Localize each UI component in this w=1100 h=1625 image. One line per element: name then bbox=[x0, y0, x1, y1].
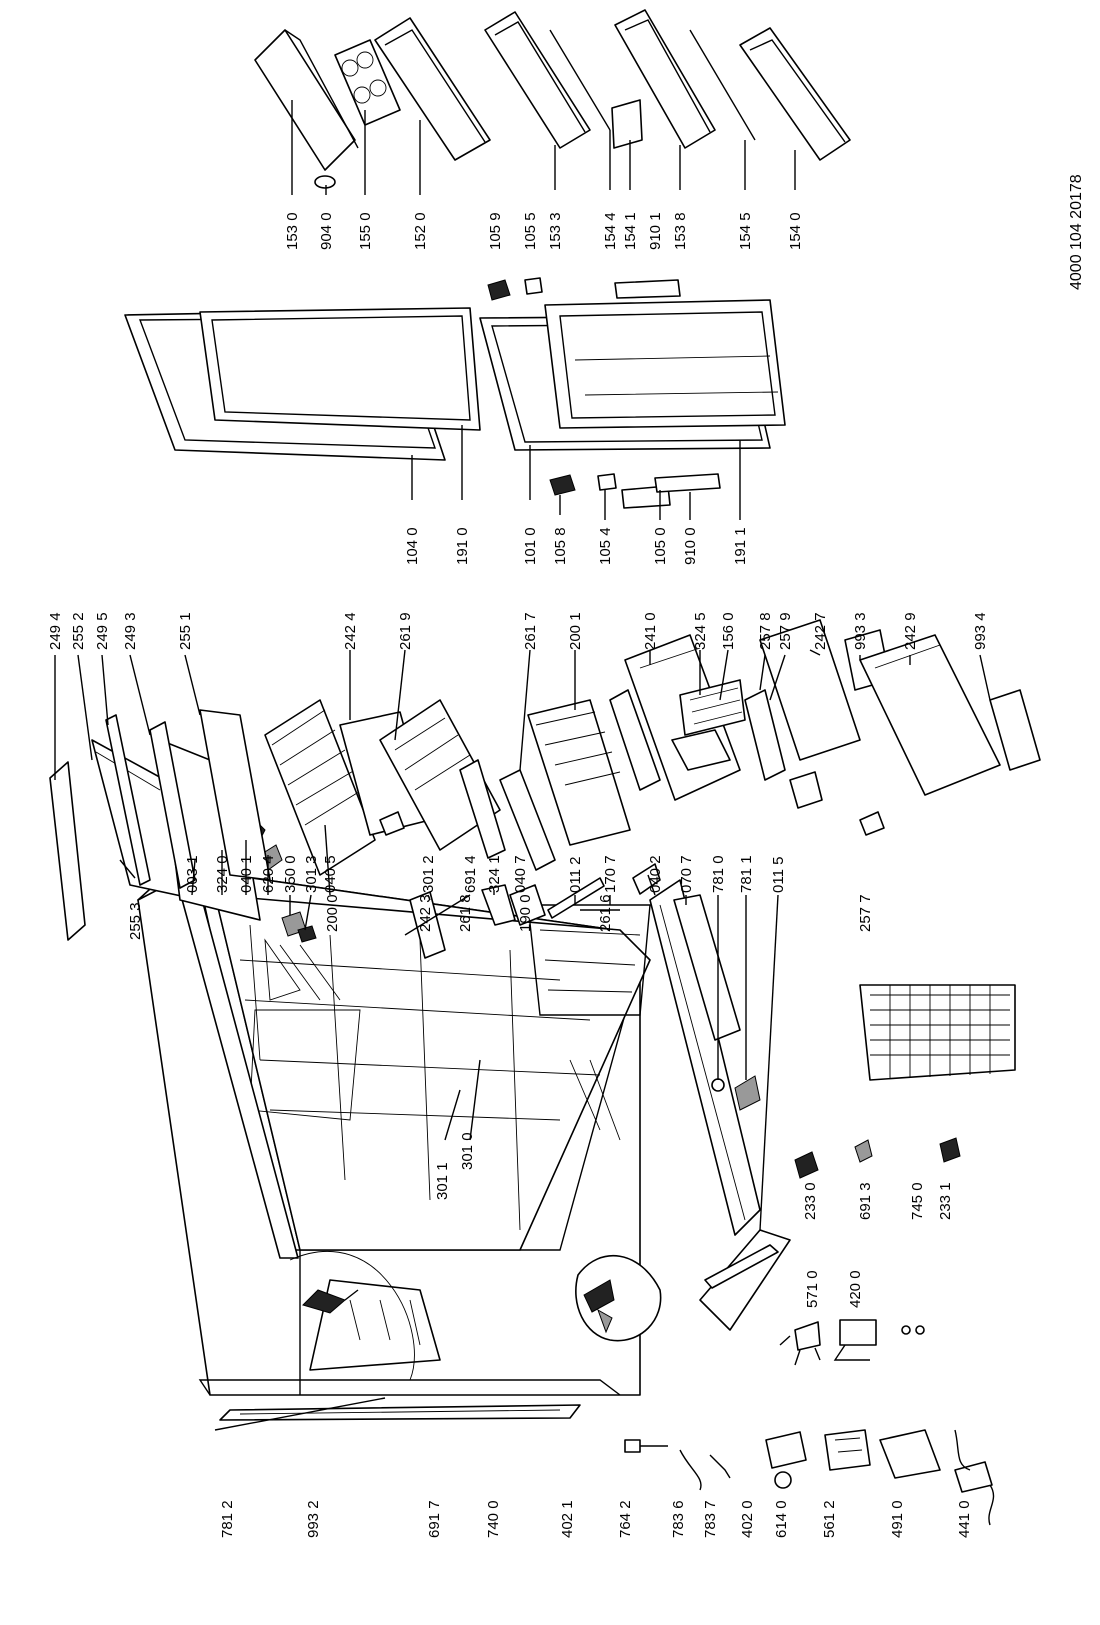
glass-shelves bbox=[49, 709, 271, 941]
label-301-0: 301 0 bbox=[459, 1132, 476, 1170]
label-242-7: 242 7 bbox=[812, 612, 829, 650]
label-691-3: 691 3 bbox=[857, 1182, 874, 1220]
label-571-0: 571 0 bbox=[804, 1270, 821, 1308]
label-350-0: 350 0 bbox=[282, 855, 299, 893]
label-011-2: 011 2 bbox=[567, 856, 584, 893]
door-bins bbox=[254, 9, 851, 189]
label-154-4: 154 4 bbox=[602, 212, 619, 250]
leader-lines bbox=[54, 100, 991, 1231]
label-105-9: 105 9 bbox=[487, 212, 504, 250]
label-200-1: 200 1 bbox=[567, 612, 584, 650]
label-402-0: 402 0 bbox=[739, 1500, 756, 1538]
label-040-7: 040 7 bbox=[512, 855, 529, 893]
label-156-0: 156 0 bbox=[720, 612, 737, 650]
label-011-5: 011 5 bbox=[770, 856, 787, 893]
label-040-2: 040 2 bbox=[647, 855, 664, 893]
label-154-5: 154 5 bbox=[737, 212, 754, 250]
label-257-9: 257 9 bbox=[777, 612, 794, 650]
label-257-8: 257 8 bbox=[757, 612, 774, 650]
label-783-7: 783 7 bbox=[702, 1500, 719, 1538]
label-242-3: 242 3 bbox=[417, 894, 434, 932]
label-242-4: 242 4 bbox=[342, 612, 359, 650]
label-261-7: 261 7 bbox=[522, 612, 539, 650]
label-910-1: 910 1 bbox=[647, 212, 664, 250]
label-233-1: 233 1 bbox=[937, 1182, 954, 1220]
label-781-0: 781 0 bbox=[710, 855, 727, 893]
document-number: 4000 104 20178 bbox=[1068, 174, 1085, 290]
label-691-7: 691 7 bbox=[426, 1500, 443, 1538]
label-249-3: 249 3 bbox=[122, 612, 139, 650]
label-781-1: 781 1 bbox=[738, 855, 755, 893]
label-105-4: 105 4 bbox=[597, 527, 614, 565]
label-324-5: 324 5 bbox=[692, 612, 709, 650]
cabinet-small-parts bbox=[211, 813, 1016, 1289]
label-200-0: 200 0 bbox=[324, 894, 341, 932]
label-910-0: 910 0 bbox=[682, 527, 699, 565]
label-691-4: 691 4 bbox=[462, 855, 479, 893]
label-301-2: 301 2 bbox=[420, 855, 437, 893]
label-402-1: 402 1 bbox=[559, 1500, 576, 1538]
cabinet-body bbox=[137, 847, 791, 1431]
label-040-1: 040 1 bbox=[238, 855, 255, 893]
label-324-0: 324 0 bbox=[214, 855, 231, 893]
label-249-5: 249 5 bbox=[94, 612, 111, 650]
label-614-0: 614 0 bbox=[773, 1500, 790, 1538]
label-105-5: 105 5 bbox=[522, 212, 539, 250]
electrical-parts bbox=[624, 1319, 995, 1526]
label-781-2: 781 2 bbox=[219, 1500, 236, 1538]
label-301-1: 301 1 bbox=[434, 1162, 451, 1200]
label-257-7: 257 7 bbox=[857, 894, 874, 932]
label-261-8: 261 8 bbox=[457, 894, 474, 932]
label-993-4: 993 4 bbox=[972, 612, 989, 650]
label-301-3: 301 3 bbox=[303, 855, 320, 893]
label-491-0: 491 0 bbox=[889, 1500, 906, 1538]
label-993-2: 993 2 bbox=[305, 1500, 322, 1538]
label-255-3: 255 3 bbox=[127, 902, 144, 940]
label-104-0: 104 0 bbox=[404, 527, 421, 565]
label-324-1: 324 1 bbox=[486, 855, 503, 893]
label-191-0: 191 0 bbox=[454, 527, 471, 565]
label-255-1: 255 1 bbox=[177, 612, 194, 650]
label-153-0: 153 0 bbox=[284, 212, 301, 250]
drawers-and-bins bbox=[264, 619, 1041, 876]
label-003-1: 003 1 bbox=[184, 855, 201, 893]
label-441-0: 441 0 bbox=[956, 1500, 973, 1538]
label-191-1: 191 1 bbox=[732, 527, 749, 565]
label-233-0: 233 0 bbox=[802, 1182, 819, 1220]
doors bbox=[124, 277, 786, 509]
label-070-7: 070 7 bbox=[678, 855, 695, 893]
label-904-0: 904 0 bbox=[318, 212, 335, 250]
label-242-9: 242 9 bbox=[902, 612, 919, 650]
label-101-0: 101 0 bbox=[522, 527, 539, 565]
label-241-0: 241 0 bbox=[642, 612, 659, 650]
label-153-3: 153 3 bbox=[547, 212, 564, 250]
label-170-7: 170 7 bbox=[602, 855, 619, 893]
label-154-1: 154 1 bbox=[622, 212, 639, 250]
label-040-5: 040 5 bbox=[322, 855, 339, 893]
label-745-0: 745 0 bbox=[909, 1182, 926, 1220]
label-152-0: 152 0 bbox=[412, 212, 429, 250]
label-105-0: 105 0 bbox=[652, 527, 669, 565]
label-153-8: 153 8 bbox=[672, 212, 689, 250]
label-255-2: 255 2 bbox=[70, 612, 87, 650]
label-261-9: 261 9 bbox=[397, 612, 414, 650]
label-155-0: 155 0 bbox=[357, 212, 374, 250]
label-154-0: 154 0 bbox=[787, 212, 804, 250]
label-740-0: 740 0 bbox=[485, 1500, 502, 1538]
label-261-6: 261 6 bbox=[597, 894, 614, 932]
label-764-2: 764 2 bbox=[617, 1500, 634, 1538]
label-105-8: 105 8 bbox=[552, 527, 569, 565]
label-249-4: 249 4 bbox=[47, 612, 64, 650]
label-420-0: 420 0 bbox=[847, 1270, 864, 1308]
label-620-4: 620 4 bbox=[260, 855, 277, 893]
label-783-6: 783 6 bbox=[670, 1500, 687, 1538]
label-561-2: 561 2 bbox=[821, 1500, 838, 1538]
label-993-3: 993 3 bbox=[852, 612, 869, 650]
label-190-0: 190 0 bbox=[517, 894, 534, 932]
